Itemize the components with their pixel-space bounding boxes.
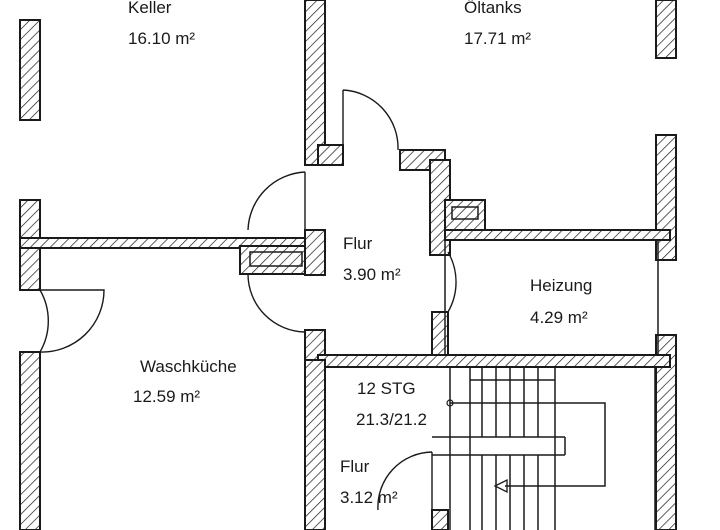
room-area-flur-upper: 3.90 m² — [343, 265, 401, 284]
room-area-flur-lower: 3.12 m² — [340, 488, 398, 507]
room-name-flur-upper: Flur — [343, 234, 373, 253]
doors — [39, 89, 457, 511]
room-area-heizung: 4.29 m² — [530, 308, 588, 327]
stair-count: 12 STG — [357, 379, 416, 398]
room-name-waschkueche: Waschküche — [140, 357, 237, 376]
room-name-oeltanks: Öltanks — [464, 0, 522, 17]
room-area-keller: 16.10 m² — [128, 29, 195, 48]
room-area-waschkueche: 12.59 m² — [133, 387, 200, 406]
stair-ratio: 21.3/21.2 — [356, 410, 427, 429]
interior-walls — [19, 0, 671, 530]
room-outlines — [39, 240, 659, 530]
room-name-flur-lower: Flur — [340, 457, 370, 476]
room-name-heizung: Heizung — [530, 276, 592, 295]
room-name-keller: Keller — [128, 0, 172, 17]
staircase — [432, 367, 606, 530]
room-labels: Keller 16.10 m² Öltanks 17.71 m² Flur 3.… — [128, 0, 592, 507]
room-area-oeltanks: 17.71 m² — [464, 29, 531, 48]
